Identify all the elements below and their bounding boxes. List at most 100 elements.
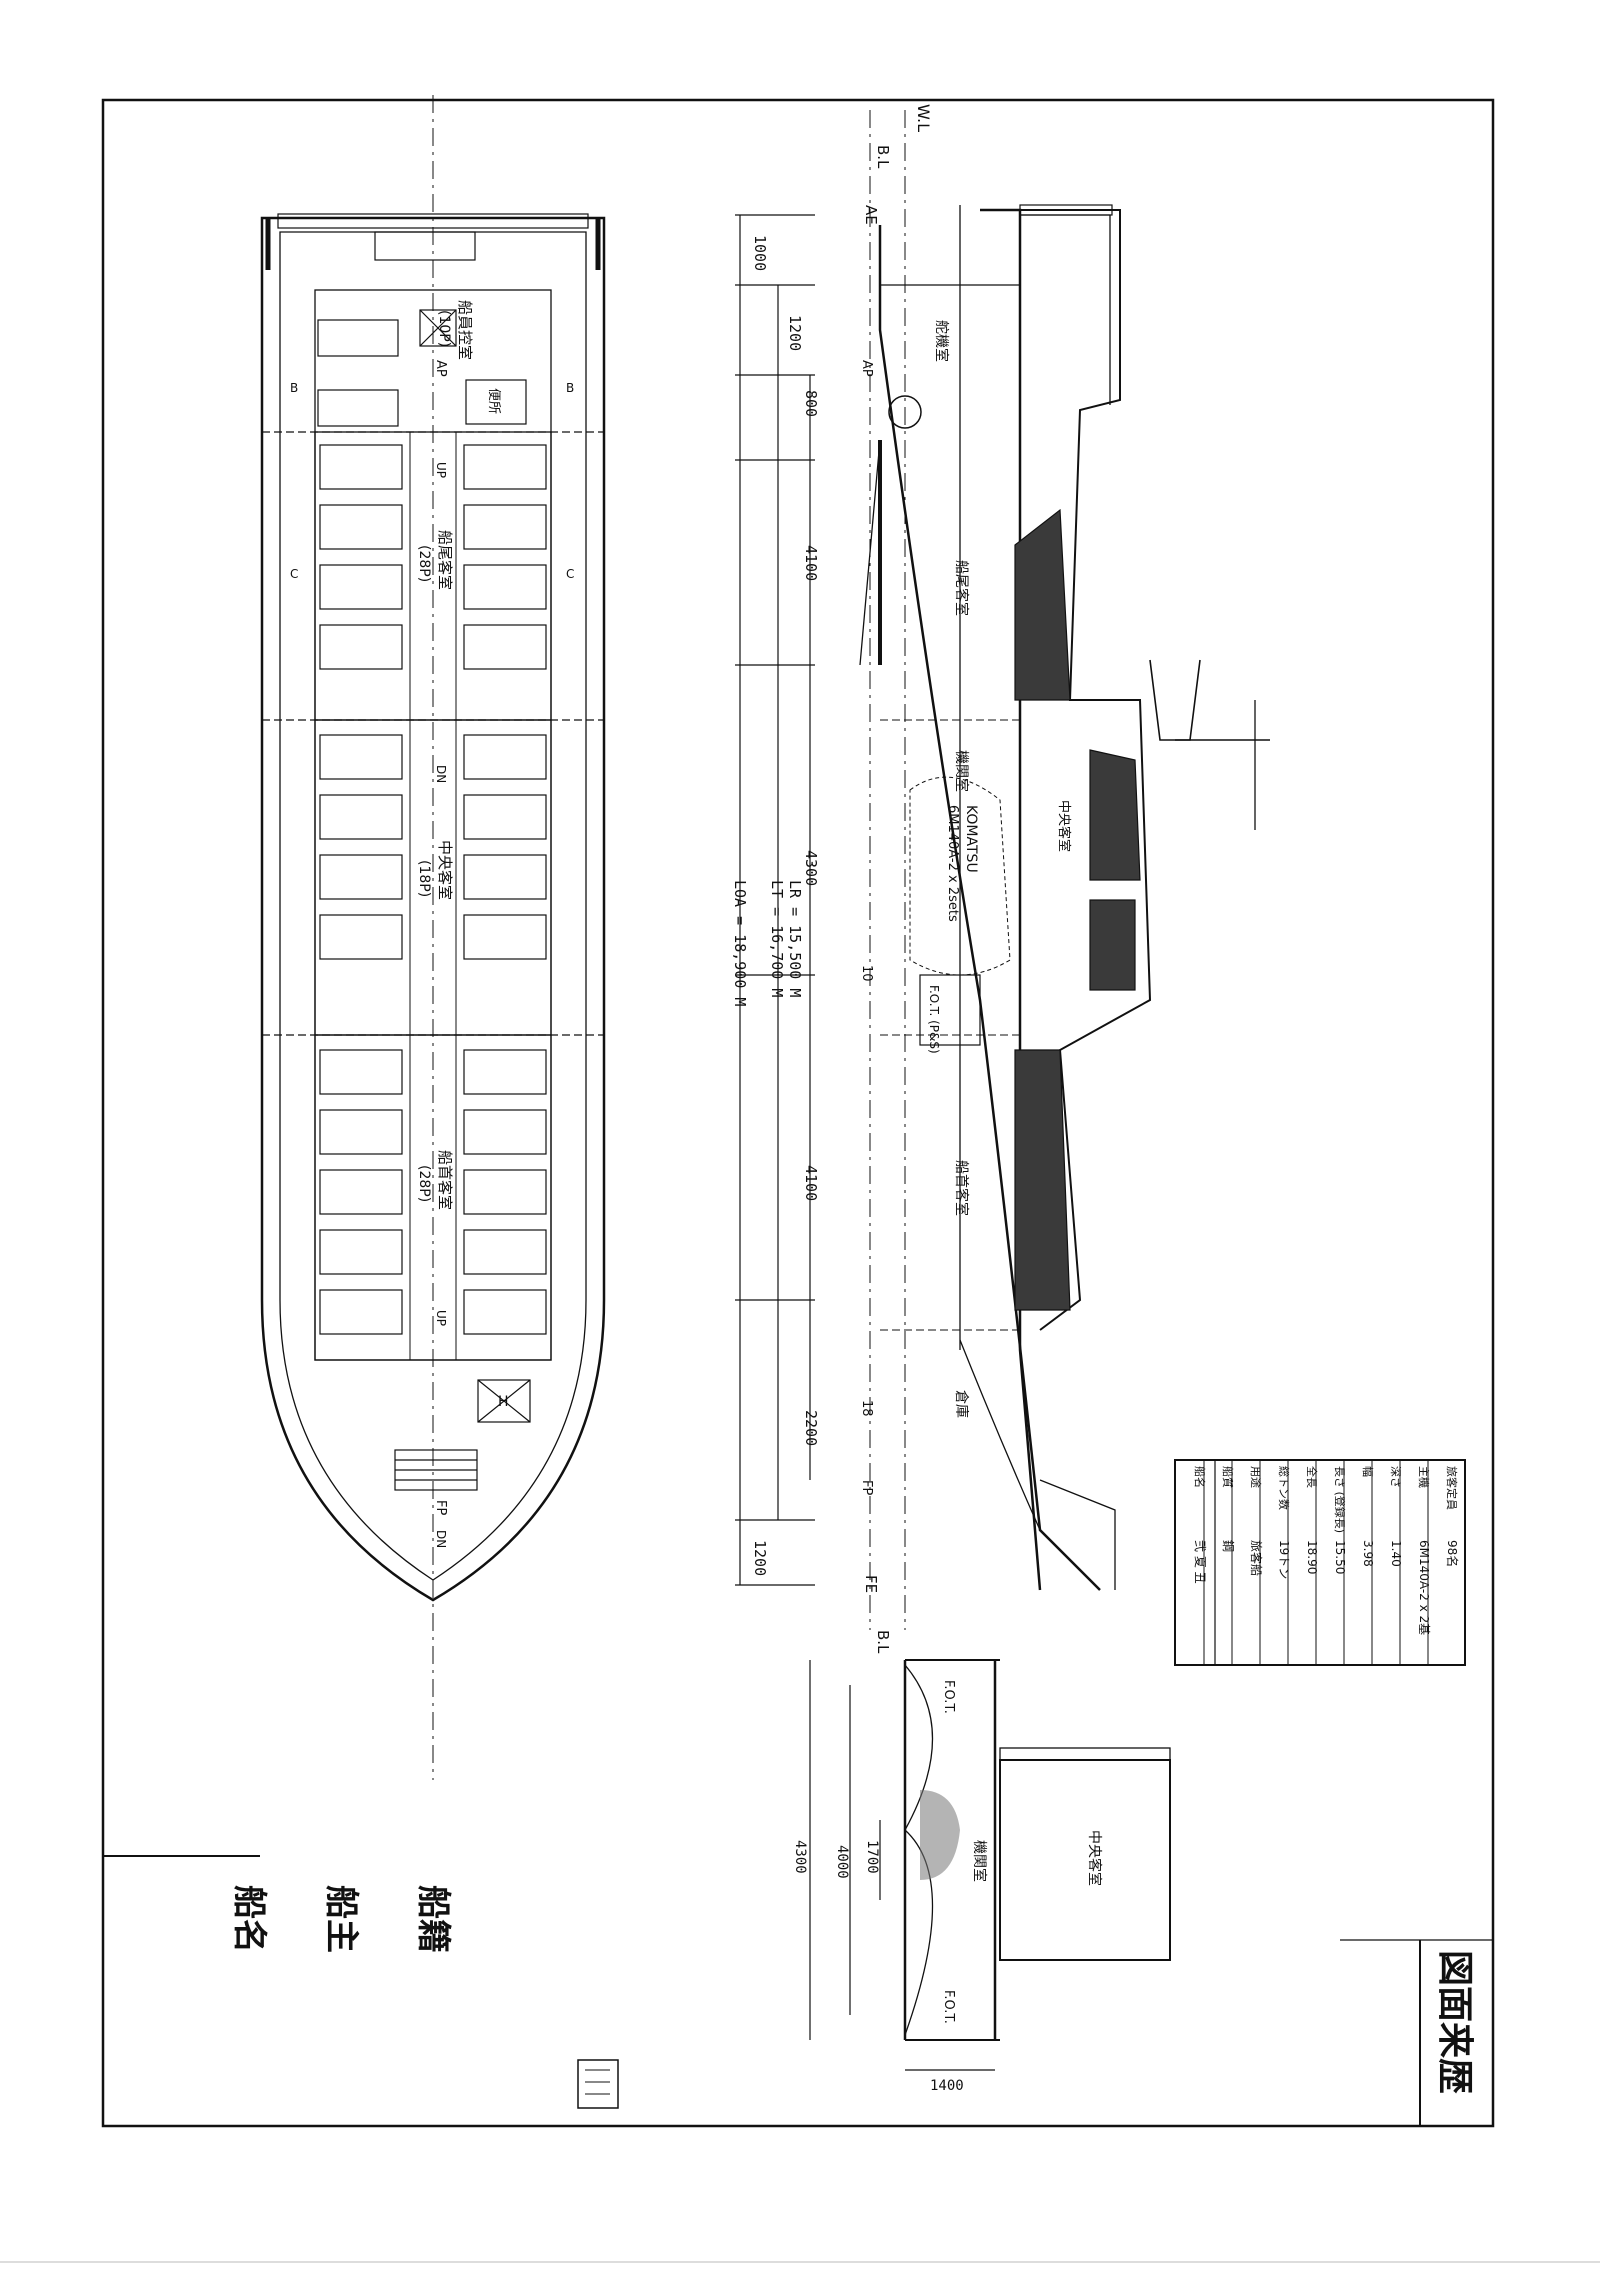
ref-bl-top: B.L <box>874 145 892 169</box>
section-dim-1400: 1400 <box>930 2078 964 2094</box>
dim-1200-aft: 1200 <box>786 315 804 351</box>
plan-frame-c-left: C <box>290 567 298 581</box>
particulars-value: 3.98 <box>1361 1540 1375 1567</box>
seat-block <box>319 624 403 670</box>
profile-room-mid-cabin: 中央客室 <box>1056 800 1072 852</box>
plan-station-ap: AP <box>433 360 448 377</box>
section-engine-room: 機関室 <box>971 1840 988 1882</box>
plan-ladder-up-fwd: UP <box>434 1310 448 1326</box>
owner-label-registry: 船籍 <box>413 1885 453 1953</box>
plan-room-fwd-cabin-capacity: (28P) <box>416 1165 432 1202</box>
section-labels: F.O.T. F.O.T. 機関室 中央客室 4300 4000 1700 14… <box>792 1680 1103 2094</box>
dim-2200: 2200 <box>802 1410 820 1446</box>
seat-block <box>463 1169 547 1215</box>
plan-room-crew: 船員控室 <box>456 300 474 360</box>
seat-block <box>319 1289 403 1335</box>
plan-station-fp: FP <box>433 1500 448 1515</box>
particulars-value: 98名 <box>1445 1540 1460 1567</box>
particulars-value: 弐 夏 丑 <box>1193 1540 1207 1584</box>
dim-1000: 1000 <box>751 235 769 271</box>
plan-hatch-label: H <box>498 1394 509 1410</box>
station-18: 18 <box>859 1400 874 1417</box>
seat-block <box>319 914 403 960</box>
plan-ladder-dn: DN <box>434 765 448 783</box>
seat-block <box>463 564 547 610</box>
station-fp: FP <box>859 1480 874 1495</box>
plan-room-mid-cabin: 中央客室 <box>436 840 454 900</box>
seat-block <box>319 1109 403 1155</box>
particulars-key: 総トン数 <box>1277 1466 1291 1510</box>
ref-bl-bottom: B.L <box>874 1630 892 1654</box>
ref-ae: AE <box>862 205 880 225</box>
section-fot-bottom: F.O.T. <box>941 1990 956 2024</box>
particulars-value: 鋼 <box>1221 1540 1235 1552</box>
seat-block <box>463 504 547 550</box>
particulars-key: 船名 <box>1193 1466 1207 1488</box>
particulars-table <box>1174 1459 1466 1666</box>
plan-room-aft-cabin-capacity: (28P) <box>416 545 432 582</box>
seat-block <box>463 444 547 490</box>
ref-fe: FE <box>862 1575 880 1593</box>
seat-block <box>319 854 403 900</box>
dim-1200-fwd: 1200 <box>751 1540 769 1576</box>
plan-room-aft-cabin: 船尾客室 <box>436 530 454 590</box>
ownership-block <box>102 1855 260 2126</box>
seal-stamp <box>577 2059 619 2109</box>
dim-4300: 4300 <box>802 850 820 886</box>
plan-frame-b-right: B <box>566 381 574 395</box>
station-ap: AP <box>859 360 874 377</box>
seat-block <box>319 734 403 780</box>
seat-block <box>319 1169 403 1215</box>
particulars-value: 18.90 <box>1305 1540 1319 1574</box>
profile-room-aft-cabin: 船尾客室 <box>953 560 970 616</box>
particulars-value: 1.40 <box>1389 1540 1403 1567</box>
plan-frame-b-left: B <box>290 381 298 395</box>
seat-block <box>463 734 547 780</box>
profile-dimension-labels: 1000 1200 800 4100 4300 4100 2200 1200 L… <box>731 235 820 1576</box>
dim-4100-fwd: 4100 <box>802 1165 820 1201</box>
crew-room-area <box>317 309 527 427</box>
seat-block <box>463 1229 547 1275</box>
profile-room-store: 倉庫 <box>953 1390 970 1418</box>
seat-block <box>319 444 403 490</box>
dim-loa: LOA = 18,900 M <box>731 880 749 1006</box>
ownership-labels: 船籍 船主 船名 <box>229 1885 453 1953</box>
station-10: 10 <box>859 965 874 982</box>
plan-ladder-up: UP <box>434 462 448 478</box>
dim-800: 800 <box>802 390 820 417</box>
profile-dimension-ticks <box>735 214 815 1586</box>
section-dim-4300: 4300 <box>792 1840 808 1874</box>
profile-room-steering: 舵機室 <box>933 320 950 362</box>
plan-view <box>260 95 606 1780</box>
engine-model: 6M140A-2 x 2sets <box>945 805 960 922</box>
sheet-border <box>0 98 1600 2263</box>
plan-toilet-label: 便所 <box>486 388 501 414</box>
midship-section <box>809 1659 1171 2071</box>
dim-4100-aft: 4100 <box>802 545 820 581</box>
plan-room-fwd-cabin: 船首客室 <box>436 1150 454 1210</box>
seat-block <box>463 1289 547 1335</box>
plan-room-crew-capacity: (10P) <box>436 310 452 347</box>
dim-lr: LR = 15,500 M <box>786 880 804 997</box>
profile-room-engine: 機関室 <box>953 750 970 792</box>
seat-block <box>319 1049 403 1095</box>
midship-section-shade <box>920 1790 960 1880</box>
particulars-value: 旅客船 <box>1249 1540 1264 1576</box>
profile-dimension-lines <box>739 215 811 1585</box>
particulars-value: 6M140A-2 x 2基 <box>1417 1540 1431 1635</box>
plan-ladder-dn-fwd: DN <box>434 1530 448 1548</box>
seat-block <box>463 854 547 900</box>
seat-block <box>319 564 403 610</box>
seat-block <box>319 1229 403 1275</box>
profile-windows <box>1014 508 1141 1311</box>
particulars-key: 全長 <box>1305 1466 1319 1488</box>
section-fot-top: F.O.T. <box>941 1680 956 1714</box>
plan-frame-c-right: C <box>566 567 574 581</box>
section-dim-4000: 4000 <box>834 1845 850 1879</box>
owner-label-owner: 船主 <box>321 1885 361 1953</box>
plan-seat-rows <box>319 444 547 1335</box>
particulars-key: 主機 <box>1417 1466 1431 1488</box>
dim-lt: LT = 16,700 M <box>768 880 786 997</box>
